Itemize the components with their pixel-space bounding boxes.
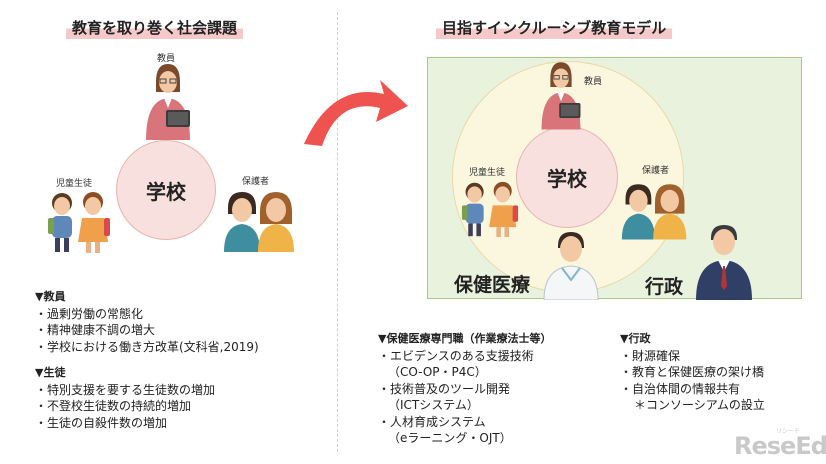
government-official-illustration (696, 225, 752, 300)
list-item: ・生徒の自殺件数の増加 (35, 415, 168, 430)
students-list-title: ▼生徒 (35, 366, 66, 379)
teachers-list-title: ▼教員 (35, 290, 66, 303)
watermark-logo: ReseEd (734, 432, 826, 460)
list-item: ・精神健康不調の増大 (35, 323, 156, 337)
students-label-left: 児童生徒 (56, 179, 93, 189)
government-list: ▼行政 ・財源確保 ・教育と保健医療の架け橋 ・自治体間の情報共有 ＊コンソーシ… (620, 331, 765, 414)
list-item: ・過剰労働の常態化 (35, 306, 144, 321)
students-label-right: 児童生徒 (469, 168, 506, 178)
list-item: ・不登校生徒数の持続的増加 (35, 399, 192, 413)
teacher-label-left: 教員 (157, 54, 176, 64)
government-list-title: ▼行政 (620, 332, 651, 345)
school-label-left: 学校 (146, 179, 186, 204)
health-list-title: ▼保健医療専門職（作業療法士等） (378, 332, 552, 345)
right-heading: 目指すインクルーシブ教育モデル (436, 16, 673, 39)
list-item: （CO-OP・P4C） (388, 365, 487, 379)
list-item: （ICTシステム） (388, 398, 479, 412)
transition-arrow-icon (304, 80, 408, 146)
government-label: 行政 (645, 276, 684, 298)
list-item: ・技術普及のツール開発 (378, 381, 511, 396)
health-professional-list: ▼保健医療専門職（作業療法士等） ・エビデンスのある支援技術 （CO-OP・P4… (378, 331, 551, 447)
list-item: ・自治体間の情報共有 (620, 381, 741, 396)
list-item: （eラーニング・OJT） (388, 431, 512, 445)
school-circle-right: 学校 (516, 126, 618, 228)
students-illustration-right (461, 181, 519, 238)
parents-label-right: 保護者 (642, 166, 670, 176)
school-label-right: 学校 (547, 166, 587, 191)
teacher-label-right: 教員 (584, 77, 603, 87)
health-professional-illustration (543, 232, 599, 300)
teacher-illustration-left (146, 64, 190, 140)
left-heading: 教育を取り巻く社会課題 (66, 16, 244, 39)
teachers-issue-list: ▼教員 ・過剰労働の常態化 ・精神健康不調の増大 ・学校における働き方改革(文科… (35, 289, 259, 431)
teacher-illustration-right (541, 62, 581, 130)
list-item: ・財源確保 (620, 348, 681, 363)
health-label: 保健医療 (454, 274, 531, 296)
list-item: ・エビデンスのある支援技術 (378, 348, 534, 363)
parents-illustration-left (224, 192, 294, 252)
parents-illustration-right (621, 184, 687, 240)
parents-label-left: 保護者 (242, 177, 270, 187)
list-item: ・教育と保健医療の架け橋 (620, 365, 765, 379)
watermark-sub: リシード (776, 428, 801, 435)
list-item: ・学校における働き方改革(文科省,2019) (35, 339, 259, 354)
list-item: ＊コンソーシアムの設立 (634, 398, 765, 412)
students-illustration-left (48, 192, 110, 253)
list-item: ・特別支援を要する生徒数の増加 (35, 382, 216, 397)
school-circle-left: 学校 (116, 140, 216, 240)
divider-line (337, 12, 338, 452)
list-item: ・人材育成システム (378, 414, 486, 429)
